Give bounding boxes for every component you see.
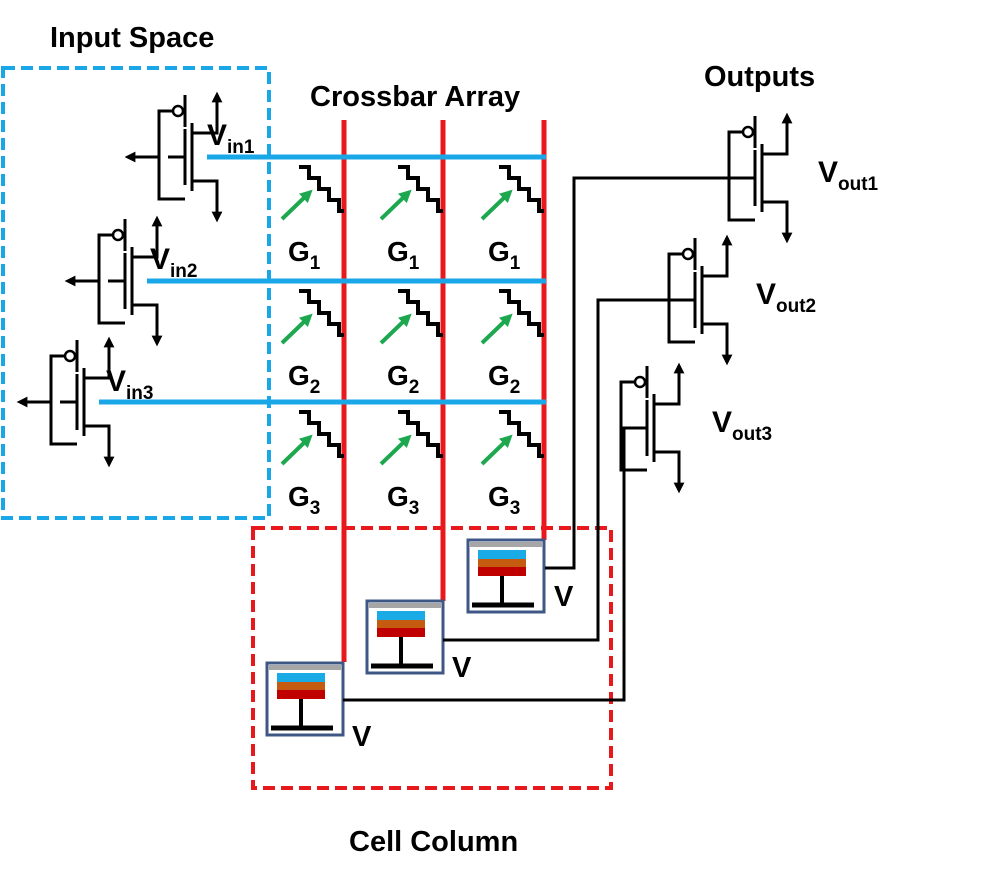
output-wires: [343, 176, 738, 702]
cell-device: V: [365, 599, 472, 684]
tuning-arrow-icon: [280, 434, 313, 466]
tuning-arrow-icon: [480, 313, 513, 345]
outputs-title: Outputs: [704, 61, 815, 93]
layer-grey: [369, 603, 441, 608]
tuning-arrow-icon: [379, 313, 412, 345]
output-wire-2: [443, 298, 678, 642]
resistor-zigzag: [499, 165, 544, 213]
cell-column-box: [251, 526, 613, 790]
conductance-label: G2: [488, 360, 520, 398]
layer-grey: [269, 665, 341, 670]
input-space-title: Input Space: [50, 22, 214, 54]
inverter-bubble-icon: [171, 104, 185, 118]
resistor-zigzag: [299, 165, 344, 213]
conductance-label: G3: [288, 481, 320, 519]
memristor-cell: G3: [280, 410, 344, 519]
output-wire-1: [545, 176, 738, 570]
tuning-arrow-icon: [480, 189, 513, 221]
layer-orange: [277, 682, 325, 690]
output-transistor: Vout1: [727, 112, 879, 244]
layer-red: [377, 628, 425, 637]
crossbar-array-title: Crossbar Array: [310, 81, 520, 113]
conductance-label: G3: [488, 481, 520, 519]
inverter-bubble-icon: [63, 349, 77, 363]
output-wire-3: [343, 426, 630, 702]
output-transistor: Vout2: [667, 234, 816, 366]
memristor-cell: G3: [480, 410, 544, 519]
conductance-label: G2: [288, 360, 320, 398]
tuning-arrow-icon: [480, 434, 513, 466]
layer-red: [277, 690, 325, 699]
layer-blue: [478, 550, 526, 559]
layer-blue: [377, 611, 425, 620]
resistor-zigzag: [398, 289, 443, 337]
cell-voltage-label: V: [554, 581, 574, 613]
layer-red: [478, 567, 526, 576]
conductance-label: G3: [387, 481, 419, 519]
layer-grey: [470, 542, 542, 547]
memristor-cell: G1: [280, 165, 344, 274]
input-transistor: Vin3: [16, 336, 153, 468]
conductance-label: G1: [488, 236, 521, 274]
output-voltage-label: Vout1: [818, 156, 879, 195]
cell-voltage-label: V: [352, 721, 372, 753]
input-space-box: [1, 66, 271, 520]
tuning-arrow-icon: [280, 313, 313, 345]
resistor-zigzag: [398, 410, 443, 458]
memristor-cell: G3: [379, 410, 443, 519]
tuning-arrow-icon: [280, 189, 313, 221]
inverter-bubble-icon: [681, 247, 695, 261]
output-transistor: Vout3: [619, 362, 772, 494]
input-transistor: Vin1: [124, 91, 255, 223]
layer-blue: [277, 673, 325, 682]
resistor-zigzag: [299, 410, 344, 458]
resistor-zigzag: [499, 289, 544, 337]
cell-device: V: [265, 661, 372, 753]
cell-voltage-label: V: [452, 652, 472, 684]
inverter-bubble-icon: [111, 228, 125, 242]
conductance-label: G2: [387, 360, 419, 398]
layer-orange: [478, 559, 526, 567]
memristor-cell: G2: [480, 289, 544, 398]
inverter-bubble-icon: [741, 125, 755, 139]
resistor-zigzag: [499, 410, 544, 458]
resistor-zigzag: [299, 289, 344, 337]
tuning-arrow-icon: [379, 434, 412, 466]
tuning-arrow-icon: [379, 189, 412, 221]
resistor-zigzag: [398, 165, 443, 213]
memristor-cell: G2: [379, 289, 443, 398]
inverter-bubble-icon: [633, 375, 647, 389]
memristor-cell: G1: [379, 165, 443, 274]
input-voltage-label: Vin3: [106, 365, 153, 404]
memristor-cell: G2: [280, 289, 344, 398]
cell-device: V: [466, 538, 574, 614]
input-voltage-label: Vin1: [207, 119, 255, 158]
input-transistor: Vin2: [64, 215, 197, 347]
layer-orange: [377, 620, 425, 628]
conductance-label: G1: [288, 236, 321, 274]
memristor-cell: G1: [480, 165, 544, 274]
input-voltage-label: Vin2: [150, 243, 197, 282]
output-voltage-label: Vout3: [712, 406, 772, 445]
output-voltage-label: Vout2: [756, 278, 816, 317]
conductance-label: G1: [387, 236, 420, 274]
cell-column-title: Cell Column: [349, 826, 518, 858]
